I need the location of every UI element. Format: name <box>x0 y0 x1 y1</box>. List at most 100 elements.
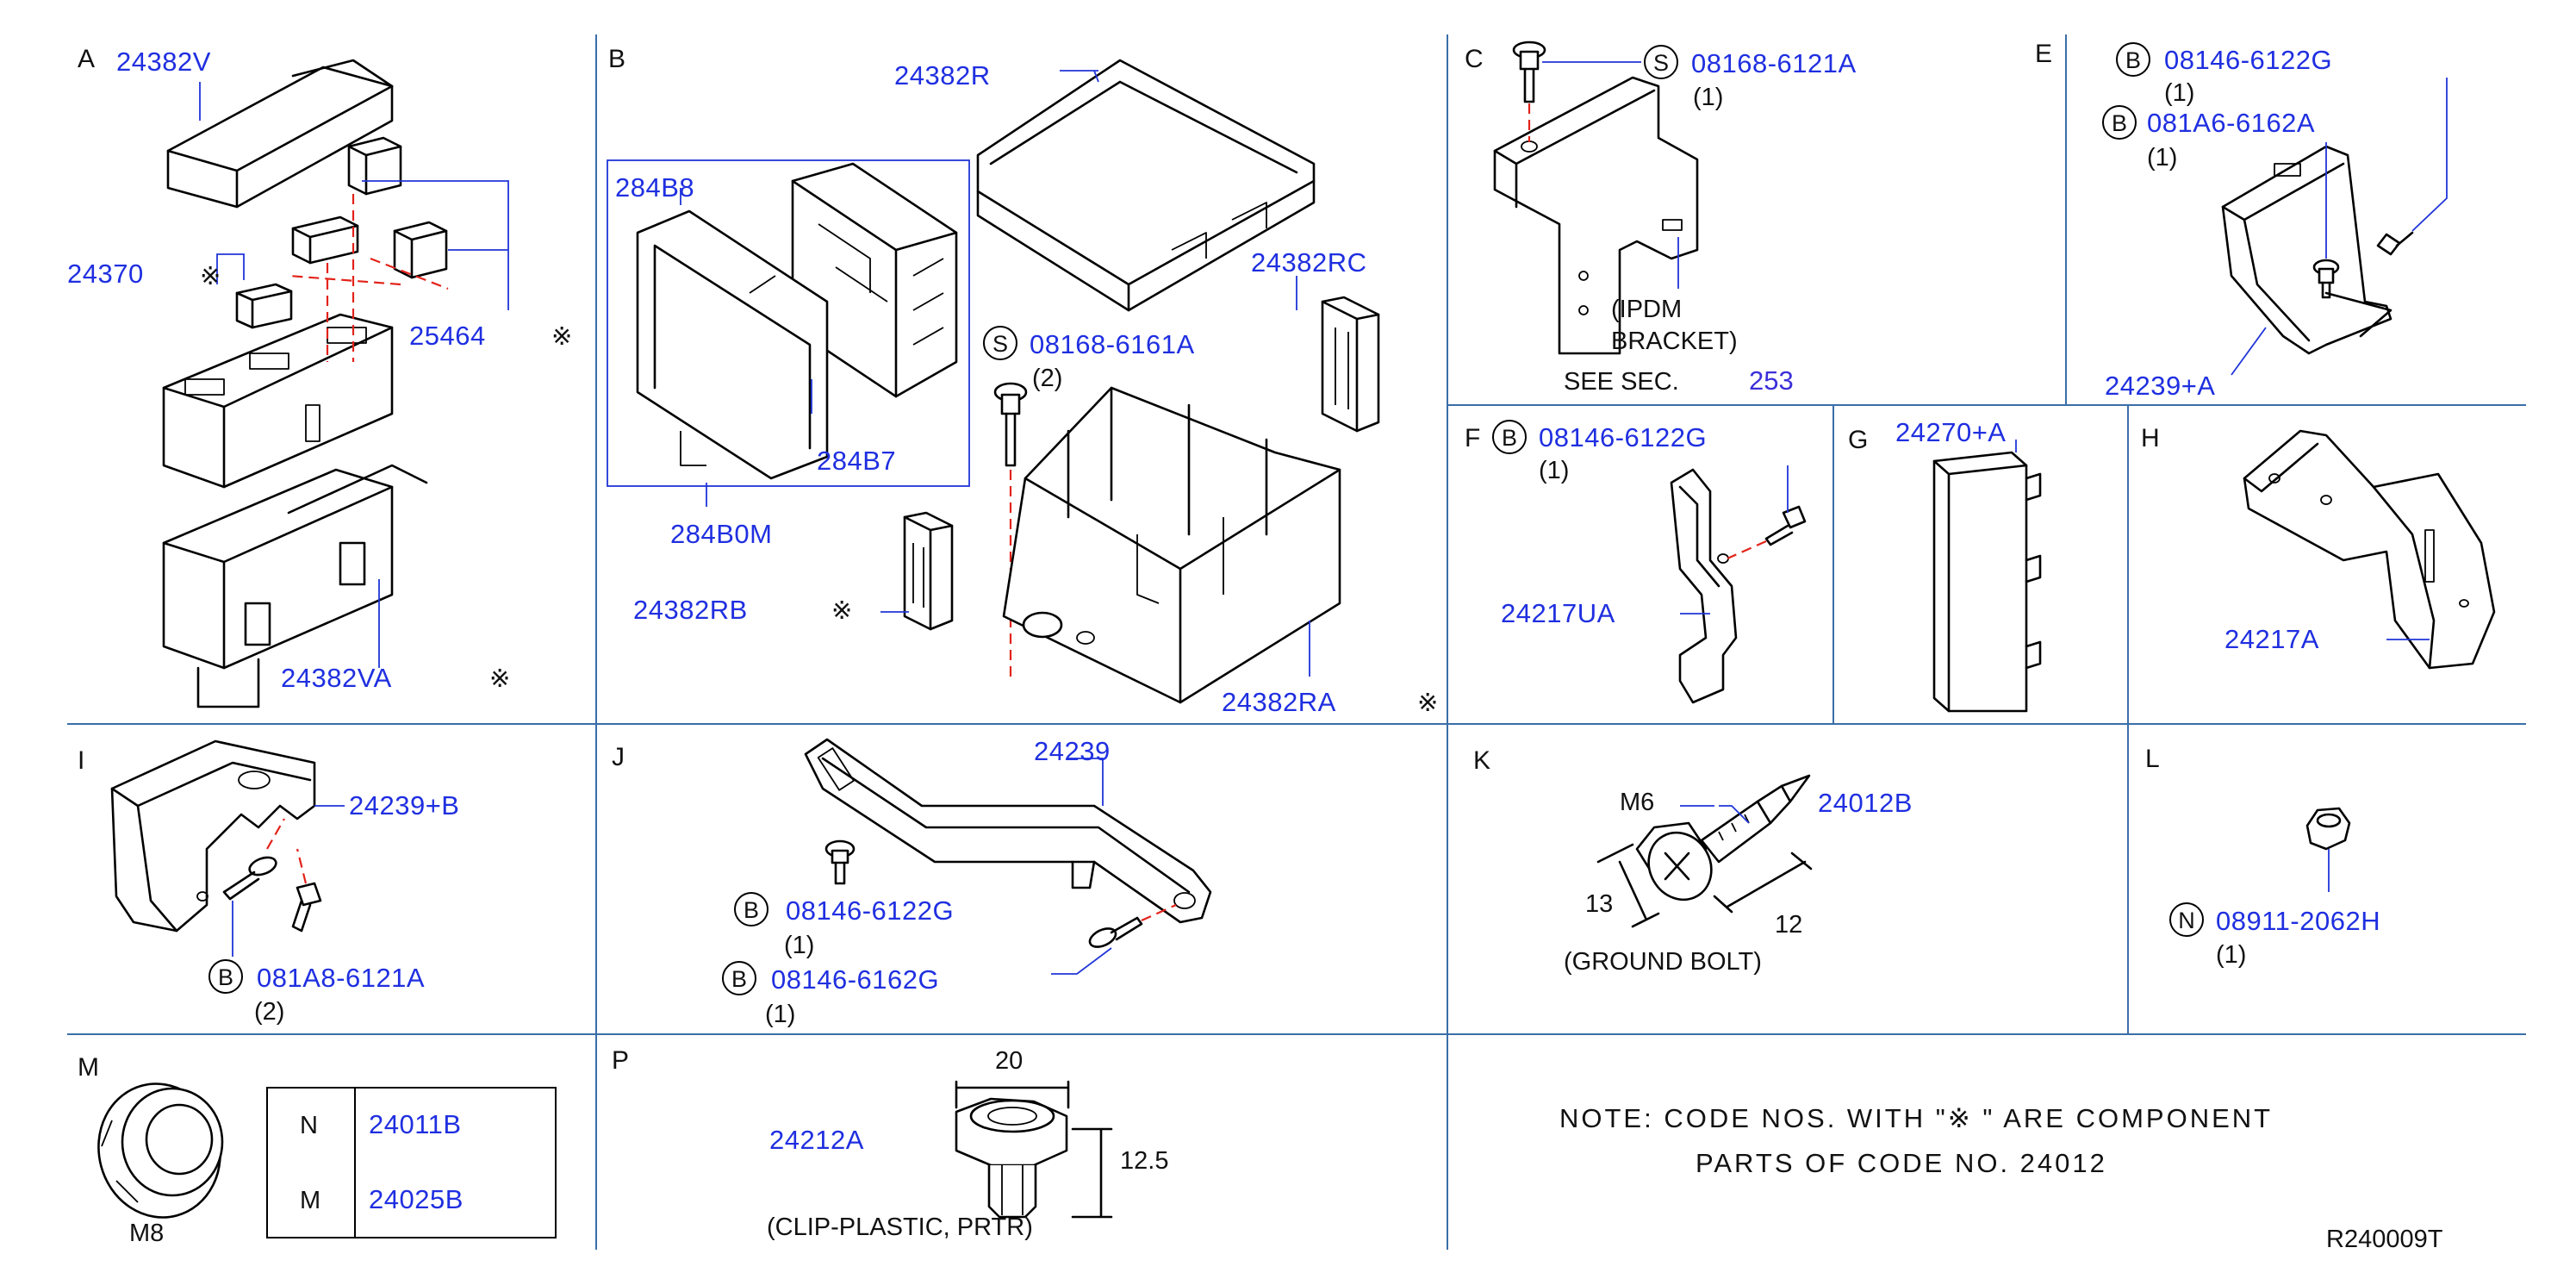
bolt-081a8-6121a-drawing <box>222 856 322 933</box>
qty-l: (1) <box>2216 941 2246 969</box>
clip-24382rb-drawing <box>903 511 954 631</box>
note-block: NOTE: CODE NOS. WITH "※ " ARE COMPONENT … <box>1559 1103 2443 1253</box>
label-284b7: 284B7 <box>817 446 896 476</box>
m-code-table: N 24011B M 24025B <box>266 1087 557 1238</box>
b-prefix-e1: B <box>2125 47 2141 73</box>
label-08146-6122g-j: 08146-6122G <box>786 895 954 926</box>
section-f-letter: F <box>1465 424 1480 452</box>
bracket-24239b-drawing <box>110 739 316 933</box>
label-24370: 24370 <box>67 259 144 289</box>
section-k: M6 24012B 13 12 (GROUND BOLT) <box>1564 774 1913 976</box>
label-081a6-6162a: 081A6-6162A <box>2147 108 2315 138</box>
bracket-24239a-drawing <box>2221 145 2392 355</box>
b-prefix-i: B <box>218 964 233 990</box>
section-h-letter: H <box>2141 424 2160 452</box>
b-prefix-f: B <box>1502 425 1517 451</box>
note-line-2: PARTS OF CODE NO. 24012 <box>1696 1148 2107 1178</box>
note-line-1: NOTE: CODE NOS. WITH "※ " ARE COMPONENT <box>1559 1103 2273 1133</box>
b-prefix-j1: B <box>744 897 759 923</box>
section-c: S 08168-6121A (1) (IPDM BRACKET) SEE SEC… <box>1493 41 1856 396</box>
plastic-clip-drawing <box>955 1097 1068 1219</box>
ground-bolt-size: M6 <box>1620 789 1654 816</box>
section-e: B 08146-6122G (1) B 081A6-6162A (1) 2423… <box>2102 42 2448 401</box>
label-24239: 24239 <box>1034 736 1111 766</box>
b-circle-i <box>208 959 243 994</box>
label-284b8: 284B8 <box>615 172 694 203</box>
section-k-letter: K <box>1473 746 1490 775</box>
b-prefix-j2: B <box>731 966 747 992</box>
bracket-24217a-drawing <box>2243 429 2496 670</box>
relay-frame-drawing <box>636 209 829 480</box>
bolt-08146-6122g-f-drawing <box>1764 505 1807 546</box>
b-prefix-e2: B <box>2112 110 2127 136</box>
section-h: 24217A <box>2224 429 2496 670</box>
asterisk-mark-b1: ※ <box>831 597 852 625</box>
dim-12: 12 <box>1775 911 1802 939</box>
label-24239b: 24239+B <box>349 790 459 820</box>
section-p-letter: P <box>612 1046 629 1075</box>
label-08168-6161a: 08168-6161A <box>1030 329 1195 359</box>
label-081a8-6121a: 081A8-6121A <box>257 963 425 993</box>
ipdm-text-line2: BRACKET) <box>1611 328 1738 355</box>
section-f: B 08146-6122G (1) 24217UA <box>1492 420 1807 704</box>
ground-bolt-drawing <box>1635 774 1811 902</box>
drawing-number: R240009T <box>2326 1226 2443 1253</box>
section-b: 24382R 284B8 284B7 284B0M 24382RC S 0816… <box>607 59 1438 717</box>
ipdm-bracket-drawing <box>1493 76 1699 355</box>
dim-12-5: 12.5 <box>1120 1147 1168 1175</box>
section-b-letter: B <box>608 45 625 73</box>
table-row-n-key: N <box>300 1112 318 1139</box>
section-l-letter: L <box>2145 745 2160 773</box>
qty-i: (2) <box>254 998 284 1026</box>
nut-m8-size: M8 <box>129 1220 164 1247</box>
asterisk-mark-a3: ※ <box>489 665 510 693</box>
section-g-letter: G <box>1848 426 1868 454</box>
section-a-letter: A <box>78 45 95 73</box>
label-24382v: 24382V <box>116 47 211 77</box>
b-circle-j2 <box>722 961 756 995</box>
bolt-08146-6122g-j-drawing <box>824 839 856 885</box>
qty-j1: (1) <box>784 932 814 959</box>
section-i: 24239+B B 081A8-6121A (2) <box>110 739 459 1026</box>
fuse-block-body-drawing <box>162 313 394 489</box>
relay-box-case-drawing <box>1002 386 1341 704</box>
ipdm-text-line1: (IPDM <box>1611 296 1682 323</box>
label-25464: 25464 <box>409 321 486 351</box>
section-letters: A B C E F G H I J K L M P <box>78 40 2160 1082</box>
label-24382ra: 24382RA <box>1222 687 1336 717</box>
s-circle-c <box>1644 45 1678 79</box>
qty-b: (2) <box>1032 365 1062 392</box>
relay-module-drawing <box>791 162 958 398</box>
qty-e2: (1) <box>2147 144 2177 172</box>
label-24012b: 24012B <box>1818 788 1913 818</box>
sec-253-link[interactable]: 253 <box>1749 365 1794 396</box>
b-circle-f <box>1492 420 1527 454</box>
section-m-letter: M <box>78 1053 99 1082</box>
cover-24270a-drawing <box>1932 451 2042 713</box>
dim-13: 13 <box>1585 890 1613 918</box>
bracket-24217ua-drawing <box>1670 468 1738 704</box>
bolt-08146-6162g-drawing <box>1088 916 1143 948</box>
see-sec-text: SEE SEC. <box>1564 368 1679 396</box>
s-prefix-c: S <box>1653 50 1669 76</box>
b-circle-j1 <box>734 892 768 926</box>
section-c-letter: C <box>1465 45 1484 73</box>
section-g: 24270+A <box>1895 417 2042 713</box>
section-j: 24239 B 08146-6122G (1) B 08146-6162G (1… <box>722 736 1212 1028</box>
label-24217a: 24217A <box>2224 624 2319 654</box>
section-j-letter: J <box>612 743 625 771</box>
fuse-box-case-drawing <box>162 464 428 708</box>
bolt-08146-6122g-e-drawing <box>2376 231 2414 256</box>
section-p: 20 12.5 24212A (CLIP-PLASTIC, PRTR) <box>767 1047 1168 1241</box>
s-circle-b <box>983 326 1017 360</box>
section-grid <box>67 34 2526 1250</box>
nut-m8-drawing <box>97 1082 224 1219</box>
n-circle-l <box>2169 902 2204 937</box>
n-prefix-l: N <box>2178 908 2195 933</box>
table-row-n-value: 24011B <box>369 1109 462 1139</box>
qty-c: (1) <box>1693 84 1723 111</box>
qty-f: (1) <box>1539 457 1569 484</box>
b-circle-e2 <box>2102 105 2137 140</box>
dim-20: 20 <box>995 1047 1023 1075</box>
